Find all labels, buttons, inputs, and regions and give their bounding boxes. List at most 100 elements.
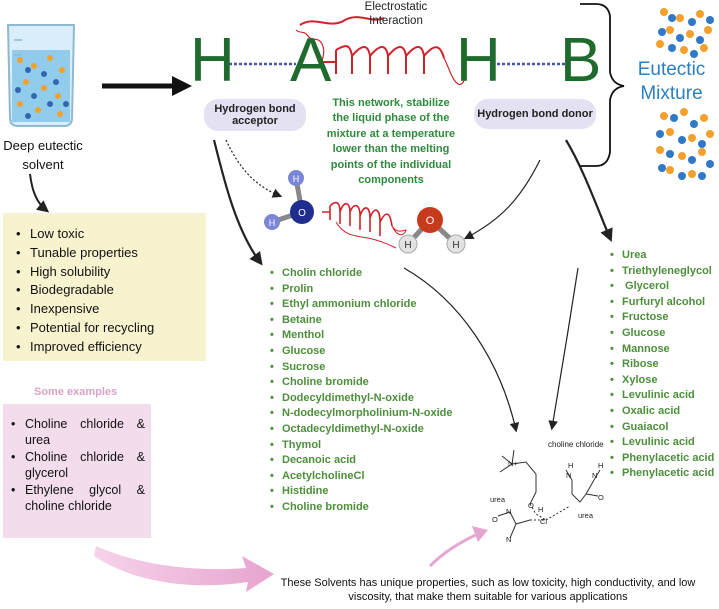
atom-n-label: N [566,471,571,480]
urea-label-right: urea [578,511,594,520]
example-item: •Ethylene glycol & choline chloride [11,483,145,513]
examples-box: •Choline chloride & urea •Choline chlori… [3,404,151,538]
benefit-item: High solubility [16,263,206,282]
letter-h-left: H [190,26,235,95]
atom-o-label: O [426,215,435,227]
letter-a: A [290,26,332,95]
atom-nplus-label: N+ [508,459,518,468]
donor-item: Levulinic acid [610,388,714,404]
atom-o-label: O [528,501,534,510]
benefits-box: Low toxic Tunable properties High solubi… [3,213,206,361]
footer-line2: viscosity, that make them suitable for v… [348,591,628,603]
eutectic-particles-top [656,8,714,58]
atom-h-label: H [404,240,411,251]
pink-arrow-head [472,526,488,542]
acceptor-item: Ethyl ammonium chloride [270,297,453,313]
network-note-line: components [358,174,424,187]
acceptor-item: Octadecyldimethyl-N-oxide [270,422,453,438]
water-molecule-icon: O H H [398,207,466,254]
atom-h-label: H [568,461,573,470]
beaker-icon [6,24,76,127]
atom-h-label: H [538,505,543,514]
acceptor-item: Cholin chloride [270,266,453,282]
acceptor-item: Thymol [270,438,453,454]
eutectic-line2: Mixture [640,83,703,104]
small-helix-icon [322,201,407,249]
atom-o-label: O [492,515,498,524]
network-note-line: lower than the melting [332,143,450,156]
acceptor-list: Cholin chloride Prolin Ethyl ammonium ch… [270,266,453,516]
donor-item: Fructose [610,310,714,326]
eutectic-particles-bottom [656,108,714,180]
footer-line1: These Solvents has unique properties, su… [280,577,696,589]
atom-h-label: H [293,174,300,184]
hydroxyl-molecule-icon: H O H [264,170,314,230]
network-note-line: This network, stabilize [332,97,450,109]
choline-chloride-label: choline chloride [548,440,604,449]
acceptor-item: Decanoic acid [270,453,453,469]
example-item: •Choline chloride & urea [11,417,145,447]
electrostatic-label: Electrostatic Interaction [356,0,436,28]
acceptor-item: N-dodecylmorpholinium-N-oxide [270,406,453,422]
acceptor-item: Choline bromide [270,375,453,391]
atom-cl-label: Cl [540,517,547,526]
acceptor-item: Dodecyldimethyl-N-oxide [270,391,453,407]
donor-item: Oxalic acid [610,404,714,420]
choline-urea-structure [497,449,601,539]
benefit-item: Inexpensive [16,300,206,319]
arrow-acceptor-to-list [212,139,263,266]
atom-h-label: H [269,218,276,228]
acceptor-item: Glucose [270,344,453,360]
acceptor-item: Menthol [270,328,453,344]
arrow-acceptor-to-molecule [225,139,283,198]
acceptor-item: Sucrose [270,360,453,376]
atom-n-label: N [506,507,511,516]
atom-n-label: N [592,471,597,480]
footer-text: These Solvents has unique properties, su… [262,576,714,604]
benefit-item: Potential for recycling [16,319,206,338]
example-item: •Choline chloride & glycerol [11,450,145,480]
benefit-item: Improved efficiency [16,338,206,357]
donor-item: Phenylacetic acid [610,451,714,467]
acceptor-item: Betaine [270,313,453,329]
acceptor-item: AcetylcholineCl [270,469,453,485]
urea-label-left: urea [490,495,506,504]
benefit-item: Biodegradable [16,281,206,300]
solvent-label: Deep eutectic solvent [0,136,86,174]
network-note: This network, stabilize the liquid phase… [320,96,462,188]
pink-arrow-to-structure [428,532,479,568]
donor-item: Furfuryl alcohol [610,295,714,311]
arrow-solvent-to-benefits [29,173,50,213]
acceptor-line1: Hydrogen bond [214,103,296,115]
acceptor-item: Choline bromide [270,500,453,516]
donor-item: Ribose [610,357,714,373]
arrow-to-hbond [102,76,192,96]
donor-list: Urea Triethyleneglycol Glycerol Furfuryl… [610,248,714,482]
benefits-list: Low toxic Tunable properties High solubi… [16,225,206,357]
network-note-line: mixture at a temperature [326,127,456,140]
atom-o-label: O [298,208,306,219]
atom-o-label: O [598,493,604,502]
acceptor-item: Histidine [270,484,453,500]
solvent-label-line1: Deep eutectic [3,138,83,153]
donor-item: Urea [610,248,714,264]
examples-heading: Some examples [34,386,118,398]
donor-item: Mannose [610,342,714,358]
eutectic-line1: Eutectic [637,59,706,80]
benefit-item: Tunable properties [16,244,206,263]
letter-b: B [560,26,602,95]
letter-h-right: H [456,26,501,95]
atom-h-label: H [598,461,603,470]
donor-item: Phenylacetic acid [610,466,714,482]
donor-pill: Hydrogen bond donor [474,99,596,129]
donor-item: Xylose [610,373,714,389]
acceptor-line2: acceptor [232,115,278,127]
donor-label: Hydrogen bond donor [477,108,593,120]
electrostatic-line2: Interaction [369,15,423,27]
acceptor-item: Prolin [270,282,453,298]
solvent-label-line2: solvent [22,157,64,172]
benefit-item: Low toxic [16,225,206,244]
donor-item: Glucose [610,326,714,342]
arrow-donor-to-molecule [463,159,541,240]
